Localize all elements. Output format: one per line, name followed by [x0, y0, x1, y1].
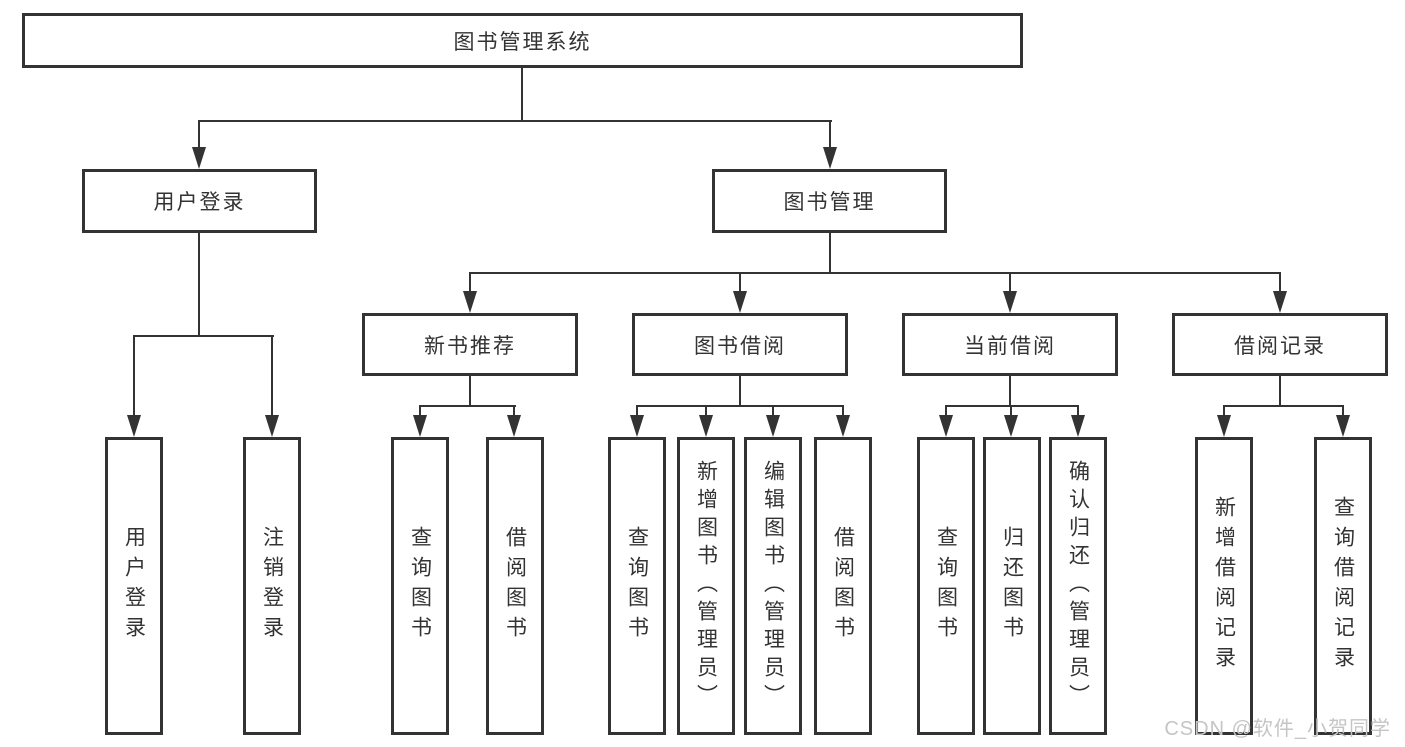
node-new-book-recommend: 新书推荐	[362, 313, 578, 376]
arrow-down-icon	[1336, 415, 1350, 437]
arrow-down-icon	[836, 415, 850, 437]
connector-line	[469, 376, 471, 407]
leaf-user-login: 用户登录	[105, 437, 163, 735]
leaf-user-login-label: 用户登录	[122, 526, 146, 646]
connector-line	[705, 405, 707, 417]
node-book-management-label: 图书管理	[783, 191, 876, 214]
node-borrow-records-label: 借阅记录	[1234, 334, 1326, 358]
leaf-return-books: 归还图书	[983, 437, 1041, 735]
node-book-borrow: 图书借阅	[632, 313, 848, 376]
node-borrow-records: 借阅记录	[1172, 313, 1388, 376]
leaf-query-borrow-record: 查询借阅记录	[1314, 437, 1372, 735]
leaf-add-books-admin-label: 新增图书（管理员）	[694, 460, 718, 712]
connector-line	[419, 405, 516, 407]
connector-line	[1342, 405, 1344, 417]
connector-line	[636, 405, 844, 407]
leaf-query-books-borrow-label: 查询图书	[625, 526, 649, 646]
connector-line	[198, 120, 832, 122]
arrow-down-icon	[939, 415, 953, 437]
node-book-management: 图书管理	[712, 169, 947, 233]
connector-line	[1223, 405, 1344, 407]
arrow-down-icon	[699, 415, 713, 437]
arrow-down-icon	[766, 415, 780, 437]
leaf-query-books-recommend: 查询图书	[391, 437, 449, 735]
leaf-query-borrow-record-label: 查询借阅记录	[1331, 496, 1355, 676]
connector-line	[271, 335, 273, 417]
connector-line	[198, 120, 200, 149]
connector-line	[829, 233, 831, 274]
node-root: 图书管理系统	[22, 13, 1023, 68]
arrow-down-icon	[1003, 291, 1017, 313]
leaf-logout: 注销登录	[243, 437, 301, 735]
connector-line	[739, 272, 741, 293]
leaf-query-books-current-label: 查询图书	[934, 526, 958, 646]
arrow-down-icon	[733, 291, 747, 313]
connector-line	[772, 405, 774, 417]
arrow-down-icon	[630, 415, 644, 437]
arrow-down-icon	[1217, 415, 1231, 437]
connector-line	[133, 335, 135, 417]
leaf-borrow-books-borrow: 借阅图书	[814, 437, 872, 735]
arrow-down-icon	[463, 291, 477, 313]
leaf-confirm-return-admin: 确认归还（管理员）	[1049, 437, 1107, 735]
arrow-down-icon	[1004, 415, 1018, 437]
leaf-confirm-return-admin-label: 确认归还（管理员）	[1066, 460, 1090, 712]
connector-line	[469, 272, 1281, 274]
connector-line	[513, 405, 515, 417]
leaf-borrow-books-recommend-label: 借阅图书	[503, 526, 527, 646]
arrow-down-icon	[192, 147, 206, 169]
connector-line	[1279, 272, 1281, 293]
node-root-label: 图书管理系统	[453, 30, 592, 54]
leaf-borrow-books-recommend: 借阅图书	[486, 437, 544, 735]
leaf-add-borrow-record-label: 新增借阅记录	[1212, 496, 1236, 676]
node-new-book-recommend-label: 新书推荐	[424, 334, 516, 358]
leaf-borrow-books-borrow-label: 借阅图书	[831, 526, 855, 646]
connector-line	[1279, 376, 1281, 407]
node-current-borrow: 当前借阅	[902, 313, 1118, 376]
leaf-query-books-borrow: 查询图书	[608, 437, 666, 735]
connector-line	[133, 335, 274, 337]
watermark-text: CSDN @软件_小贺同学	[1164, 718, 1391, 740]
connector-line	[1223, 405, 1225, 417]
arrow-down-icon	[265, 415, 279, 437]
leaf-add-books-admin: 新增图书（管理员）	[677, 437, 735, 735]
leaf-add-borrow-record: 新增借阅记录	[1195, 437, 1253, 735]
connector-line	[1010, 405, 1012, 417]
connector-line	[1077, 405, 1079, 417]
connector-line	[521, 68, 523, 120]
leaf-query-books-recommend-label: 查询图书	[408, 526, 432, 646]
arrow-down-icon	[823, 147, 837, 169]
leaf-edit-books-admin-label: 编辑图书（管理员）	[761, 460, 785, 712]
arrow-down-icon	[1071, 415, 1085, 437]
leaf-query-books-current: 查询图书	[917, 437, 975, 735]
arrow-down-icon	[127, 415, 141, 437]
connector-line	[945, 405, 947, 417]
leaf-edit-books-admin: 编辑图书（管理员）	[744, 437, 802, 735]
node-user-login-label: 用户登录	[153, 191, 246, 214]
node-current-borrow-label: 当前借阅	[964, 334, 1056, 358]
connector-line	[198, 233, 200, 337]
connector-line	[419, 405, 421, 417]
arrow-down-icon	[413, 415, 427, 437]
connector-line	[469, 272, 471, 293]
arrow-down-icon	[507, 415, 521, 437]
leaf-return-books-label: 归还图书	[1000, 526, 1024, 646]
arrow-down-icon	[1273, 291, 1287, 313]
connector-line	[636, 405, 638, 417]
connector-line	[1009, 376, 1011, 407]
node-user-login: 用户登录	[82, 169, 317, 233]
connector-line	[829, 120, 831, 149]
connector-line	[1009, 272, 1011, 293]
connector-line	[739, 376, 741, 407]
leaf-logout-label: 注销登录	[260, 526, 284, 646]
connector-line	[842, 405, 844, 417]
connector-line	[945, 405, 1079, 407]
node-book-borrow-label: 图书借阅	[694, 334, 786, 358]
